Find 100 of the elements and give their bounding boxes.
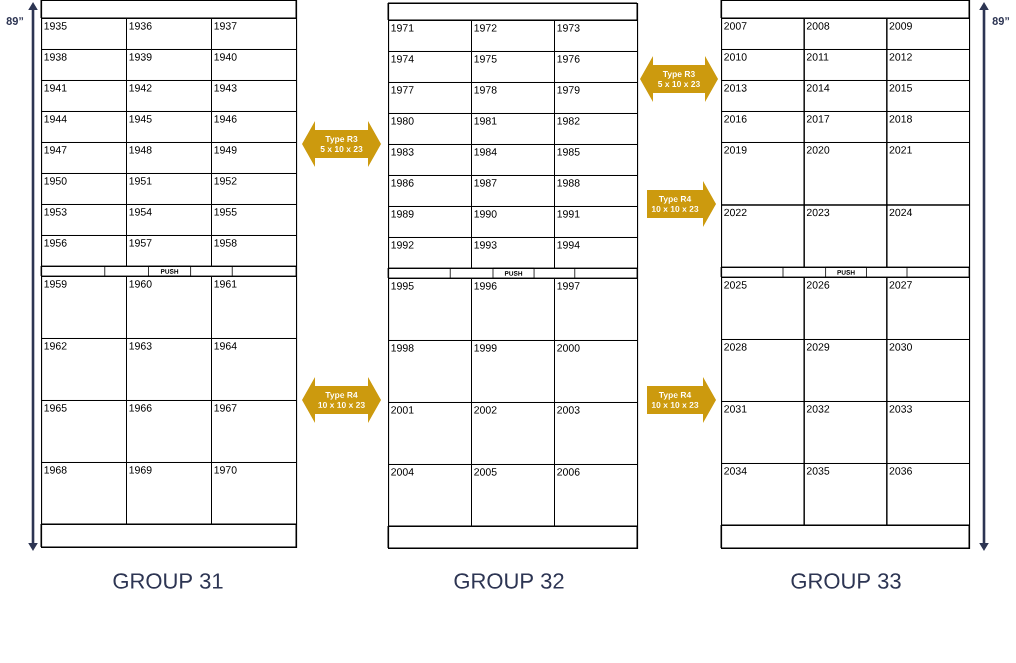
locker-cell: 1946 — [211, 111, 297, 143]
locker-cell: 1997 — [554, 278, 638, 341]
locker-cell: 2008 — [803, 18, 888, 50]
locker-cell: 1938 — [41, 49, 127, 81]
locker-cell: 2017 — [803, 111, 888, 143]
locker-cell: 1985 — [554, 144, 638, 176]
locker-cell: 1990 — [471, 206, 555, 238]
locker-cell: 2009 — [886, 18, 970, 50]
locker-cell: 1964 — [211, 338, 297, 401]
locker-cell: 1998 — [388, 340, 472, 403]
locker-cell: 2006 — [554, 464, 638, 527]
locker-cell: 1974 — [388, 51, 472, 83]
locker-cell: 2010 — [721, 49, 805, 81]
locker-cell: 1955 — [211, 204, 297, 236]
locker-cell: 1976 — [554, 51, 638, 83]
locker-cell: 1977 — [388, 82, 472, 114]
locker-cell: 2004 — [388, 464, 472, 527]
locker-cell: 2032 — [803, 401, 888, 464]
arrow-callout: Type R4 10 x 10 x 23 — [647, 181, 716, 227]
locker-cell: 1943 — [211, 80, 297, 112]
locker-cell: 1942 — [126, 80, 212, 112]
locker-cell: 1944 — [41, 111, 127, 143]
locker-cell: 1971 — [388, 20, 472, 52]
locker-cell: 2033 — [886, 401, 970, 464]
locker-cell: 1981 — [471, 113, 555, 145]
locker-cell: 1960 — [126, 276, 212, 339]
locker-cell: 1962 — [41, 338, 127, 401]
arrow-callout: Type R4 10 x 10 x 23 — [647, 377, 716, 423]
dimension-label: 89” — [992, 17, 1010, 25]
locker-cell: 1999 — [471, 340, 555, 403]
locker-cell: 2034 — [721, 463, 805, 526]
locker-cell: 2002 — [471, 402, 555, 465]
locker-cell: 1952 — [211, 173, 297, 205]
group-label: GROUP 33 — [791, 573, 901, 589]
arrow-callout: Type R3 5 x 10 x 23 — [640, 56, 718, 102]
locker-cell: 1967 — [211, 400, 297, 463]
locker-cell: 1937 — [211, 18, 297, 50]
locker-cell: 2025 — [721, 277, 805, 340]
locker-cell: 1989 — [388, 206, 472, 238]
locker-cell: 2031 — [721, 401, 805, 464]
locker-cell: 2012 — [886, 49, 970, 81]
locker-cell: 1996 — [471, 278, 555, 341]
locker-cell: 1988 — [554, 175, 638, 207]
locker-cell: 2019 — [721, 142, 805, 206]
locker-cell: 1975 — [471, 51, 555, 83]
locker-cell: 1945 — [126, 111, 212, 143]
locker-cell: 1993 — [471, 237, 555, 269]
locker-cell: 1949 — [211, 142, 297, 174]
locker-cell: 1939 — [126, 49, 212, 81]
locker-cell: 1953 — [41, 204, 127, 236]
locker-cell: 2035 — [803, 463, 888, 526]
locker-cell: 2027 — [886, 277, 970, 340]
locker-cell: 1958 — [211, 235, 297, 267]
locker-cell: 1936 — [126, 18, 212, 50]
locker-cell: 1950 — [41, 173, 127, 205]
locker-cell: 1983 — [388, 144, 472, 176]
locker-cell: 1965 — [41, 400, 127, 463]
locker-cell: 1957 — [126, 235, 212, 267]
locker-cell: 2001 — [388, 402, 472, 465]
arrow-callout: Type R4 10 x 10 x 23 — [302, 377, 381, 423]
locker-cell: 1969 — [126, 462, 212, 525]
group-label: GROUP 31 — [113, 573, 223, 589]
locker-cell: 1991 — [554, 206, 638, 238]
locker-cell: 1941 — [41, 80, 127, 112]
locker-cell: 2014 — [803, 80, 888, 112]
locker-cell: 2036 — [886, 463, 970, 526]
locker-cell: 2018 — [886, 111, 970, 143]
locker-cell: 1992 — [388, 237, 472, 269]
locker-cell: 2011 — [803, 49, 888, 81]
locker-cell: 2013 — [721, 80, 805, 112]
locker-cell: 2007 — [721, 18, 805, 50]
locker-cell: 1984 — [471, 144, 555, 176]
locker-cell: 2003 — [554, 402, 638, 465]
locker-cell: 1980 — [388, 113, 472, 145]
locker-cell: 1954 — [126, 204, 212, 236]
locker-cell: 1961 — [211, 276, 297, 339]
locker-cell: 1948 — [126, 142, 212, 174]
locker-cell: 2016 — [721, 111, 805, 143]
locker-cell: 2000 — [554, 340, 638, 403]
locker-cell: 1940 — [211, 49, 297, 81]
locker-cell: 2026 — [803, 277, 888, 340]
locker-cell: 2029 — [803, 339, 888, 402]
locker-cell: 1951 — [126, 173, 212, 205]
locker-cell: 2022 — [721, 204, 805, 268]
locker-cell: 1956 — [41, 235, 127, 267]
locker-cell: 1968 — [41, 462, 127, 525]
locker-cell: 1947 — [41, 142, 127, 174]
locker-cell: 2023 — [803, 204, 888, 268]
locker-cell: 2024 — [886, 204, 970, 268]
locker-cell: 1986 — [388, 175, 472, 207]
locker-cell: 1973 — [554, 20, 638, 52]
locker-cell: 1979 — [554, 82, 638, 114]
locker-cell: 2030 — [886, 339, 970, 402]
locker-cell: 1994 — [554, 237, 638, 269]
locker-cell: 1935 — [41, 18, 127, 50]
locker-cell: 2021 — [886, 142, 970, 206]
group-label: GROUP 32 — [454, 573, 564, 589]
locker-cell: 2005 — [471, 464, 555, 527]
locker-cell: 1959 — [41, 276, 127, 339]
locker-cell: 1978 — [471, 82, 555, 114]
